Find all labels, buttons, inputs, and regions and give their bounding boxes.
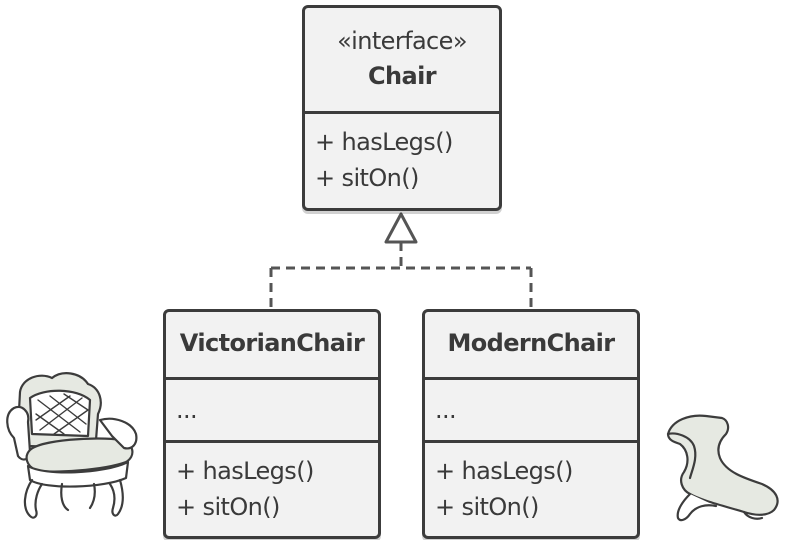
class-name: ModernChair (447, 329, 615, 357)
class-header: ModernChair (425, 312, 637, 377)
fields-ellipsis: ... (435, 396, 457, 424)
class-name: VictorianChair (179, 329, 365, 357)
interface-stereotype: «interface» (337, 27, 467, 55)
method-sit-on: + sitOn() (176, 493, 280, 521)
realization-connector (269, 212, 533, 309)
method-sit-on: + sitOn() (315, 164, 419, 192)
method-has-legs: + hasLegs() (435, 457, 573, 485)
interface-box-chair[interactable]: «interface» Chair + hasLegs() + sitOn() (302, 5, 502, 211)
class-header: VictorianChair (166, 312, 378, 377)
class-box-victorian-chair[interactable]: VictorianChair ... + hasLegs() + sitOn() (163, 309, 381, 539)
method-has-legs: + hasLegs() (176, 457, 314, 485)
interface-header: «interface» Chair (305, 8, 499, 111)
class-methods: + hasLegs() + sitOn() (166, 440, 378, 525)
modern-chair-icon (666, 414, 779, 522)
method-sit-on: + sitOn() (435, 493, 539, 521)
hollow-triangle-arrowhead (384, 212, 418, 244)
class-methods: + hasLegs() + sitOn() (425, 440, 637, 525)
fields-ellipsis: ... (176, 396, 198, 424)
class-fields: ... (425, 377, 637, 440)
victorian-armchair-icon (6, 372, 138, 519)
interface-methods: + hasLegs() + sitOn() (305, 111, 499, 196)
method-has-legs: + hasLegs() (315, 128, 453, 156)
class-fields: ... (166, 377, 378, 440)
class-box-modern-chair[interactable]: ModernChair ... + hasLegs() + sitOn() (422, 309, 640, 539)
interface-name: Chair (368, 62, 437, 90)
